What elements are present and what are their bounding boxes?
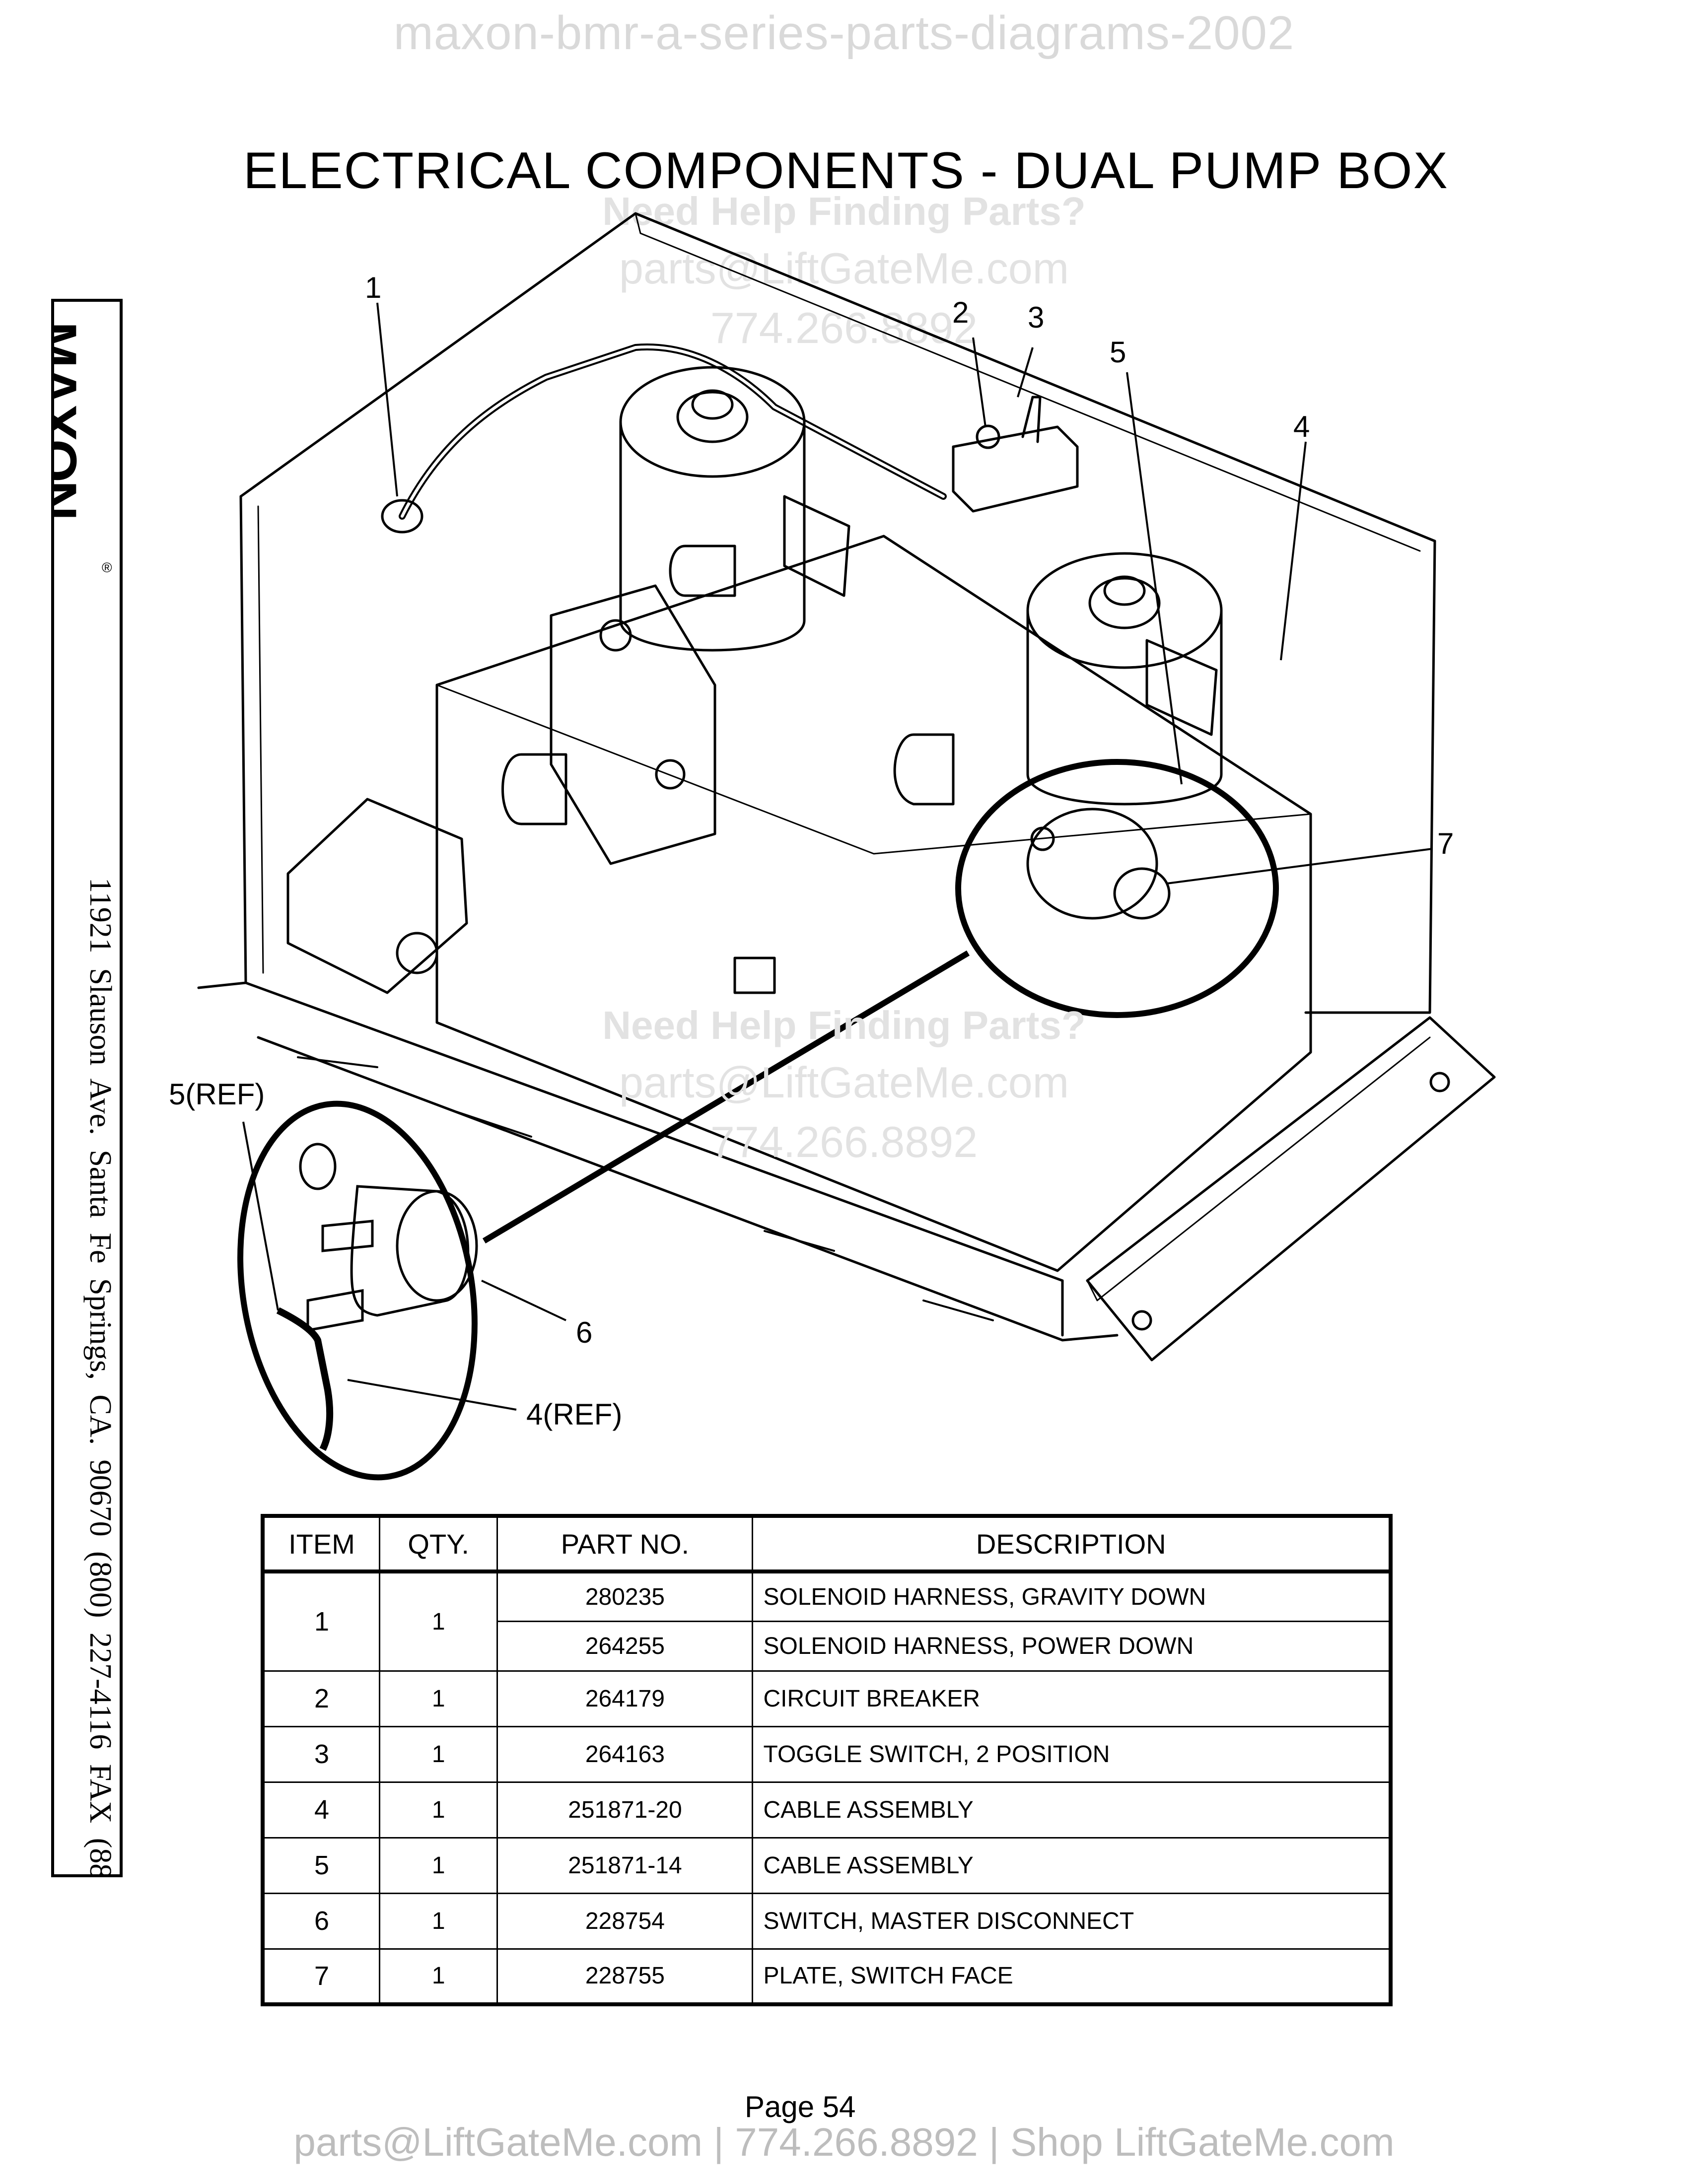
qty-cell: 1 [378,1725,498,1783]
brand-name: MAXON [51,322,88,519]
master-disconnect-switch [1026,808,1171,920]
table-row: 6 1 228754 SWITCH, MASTER DISCONNECT [262,1892,1392,1950]
qty-cell: 1 [378,1948,498,2005]
reservoir-tank [435,535,1312,1272]
help-watermark-heading: Need Help Finding Parts? [602,189,1086,233]
item-cell: 7 [262,1948,380,2005]
help-watermark-phone: 774.266.8892 [710,1117,978,1166]
circuit-breaker [976,424,1000,449]
part-cell: 228754 [496,1892,754,1950]
help-watermark-heading: Need Help Finding Parts? [602,1003,1086,1047]
registered-mark: ® [102,560,112,575]
toggle-switch [1021,396,1042,443]
item-cell: 4 [262,1781,380,1839]
detail-circle-large [237,1100,478,1481]
pump-box-left-wall [239,495,1064,1337]
callout-2: 2 [952,296,969,329]
col-header-qty: QTY. [378,1515,498,1572]
col-header-part: PART NO. [496,1515,754,1572]
company-address: 11921 Slauson Ave. Santa Fe Springs, CA.… [83,878,117,1877]
item-cell: 2 [262,1670,380,1727]
dual-pump-box-diagram: 1 2 3 5 4 7 5(REF) 6 4(REF) [169,212,1496,1481]
table-row: 4 1 251871-20 CABLE ASSEMBLY [262,1781,1392,1839]
part-cell: 228755 [496,1948,754,2005]
item-cell: 6 [262,1892,380,1950]
table-row: 7 1 228755 PLATE, SWITCH FACE [262,1948,1392,2005]
company-sidebar: MAXON ® 11921 Slauson Ave. Santa Fe Spri… [51,299,123,1877]
table-row: 3 1 264163 TOGGLE SWITCH, 2 POSITION [262,1725,1392,1783]
pump-box-base [197,981,1119,1342]
help-watermark-phone: 774.266.8892 [710,303,978,352]
item-cell: 5 [262,1837,380,1894]
callout-3: 3 [1028,301,1044,334]
valve-manifold [550,584,716,865]
table-header-row: ITEM QTY. PART NO. DESCRIPTION [262,1515,1392,1572]
header-watermark: maxon-bmr-a-series-parts-diagrams-2002 [393,6,1295,60]
detail-circle-small [955,759,1279,1018]
description-cell: CABLE ASSEMBLY [752,1837,1392,1894]
description-cell: SWITCH, MASTER DISCONNECT [752,1892,1392,1950]
description-cell: CIRCUIT BREAKER [752,1670,1392,1727]
callout-6: 6 [576,1316,592,1349]
description-cell: SOLENOID HARNESS, GRAVITY DOWN [752,1570,1392,1622]
part-cell: 280235 [496,1570,754,1622]
table-row: 2 1 264179 CIRCUIT BREAKER [262,1670,1392,1727]
page-title: ELECTRICAL COMPONENTS - DUAL PUMP BOX [243,142,1449,200]
qty-cell: 1 [378,1892,498,1950]
description-cell: CABLE ASSEMBLY [752,1781,1392,1839]
part-cell: 251871-14 [496,1837,754,1894]
parts-table: ITEM QTY. PART NO. DESCRIPTION 1 1 28023… [261,1514,1393,2006]
qty-cell: 1 [378,1570,498,1672]
qty-cell: 1 [378,1781,498,1839]
qty-cell: 1 [378,1670,498,1727]
callout-5: 5 [1110,336,1126,369]
help-watermark-email: parts@LiftGateMe.com [619,1058,1069,1107]
description-cell: TOGGLE SWITCH, 2 POSITION [752,1725,1392,1783]
pump-motor-1 [619,366,806,652]
breaker-toggle-plate [952,396,1079,513]
maxon-logo: MAXON [54,302,119,580]
callout-4-ref: 4(REF) [526,1398,622,1431]
mounting-bracket [1086,1016,1496,1362]
item-cell: 1 [262,1570,380,1672]
part-cell: 264163 [496,1725,754,1783]
solenoid-harness-connector [381,499,423,534]
part-cell: 264179 [496,1670,754,1727]
table-row: 264255 SOLENOID HARNESS, POWER DOWN [263,1620,1392,1672]
callout-1: 1 [365,271,381,304]
pump-motor-2 [1026,552,1223,806]
footer-watermark: parts@LiftGateMe.com | 774.266.8892 | Sh… [293,2120,1395,2164]
qty-cell: 1 [378,1837,498,1894]
col-header-item: ITEM [262,1515,380,1572]
callout-5-ref: 5(REF) [169,1078,265,1111]
callout-leaders [242,302,1433,1411]
part-cell: 251871-20 [496,1781,754,1839]
pump-box-back-wall [239,212,1436,1014]
page-number: Page 54 [745,2090,856,2123]
table-row: 1 1 280235 SOLENOID HARNESS, GRAVITY DOW… [262,1570,1392,1672]
description-cell: PLATE, SWITCH FACE [752,1948,1392,2005]
description-cell: SOLENOID HARNESS, POWER DOWN [752,1620,1392,1672]
table-row: 5 1 251871-14 CABLE ASSEMBLY [262,1837,1392,1894]
master-disconnect-detail [276,1143,478,1451]
help-watermark-email: parts@LiftGateMe.com [619,244,1069,293]
callout-7: 7 [1437,827,1454,860]
part-cell: 264255 [496,1620,754,1672]
item-cell: 3 [262,1725,380,1783]
col-header-description: DESCRIPTION [752,1515,1392,1572]
callout-4: 4 [1293,410,1310,443]
